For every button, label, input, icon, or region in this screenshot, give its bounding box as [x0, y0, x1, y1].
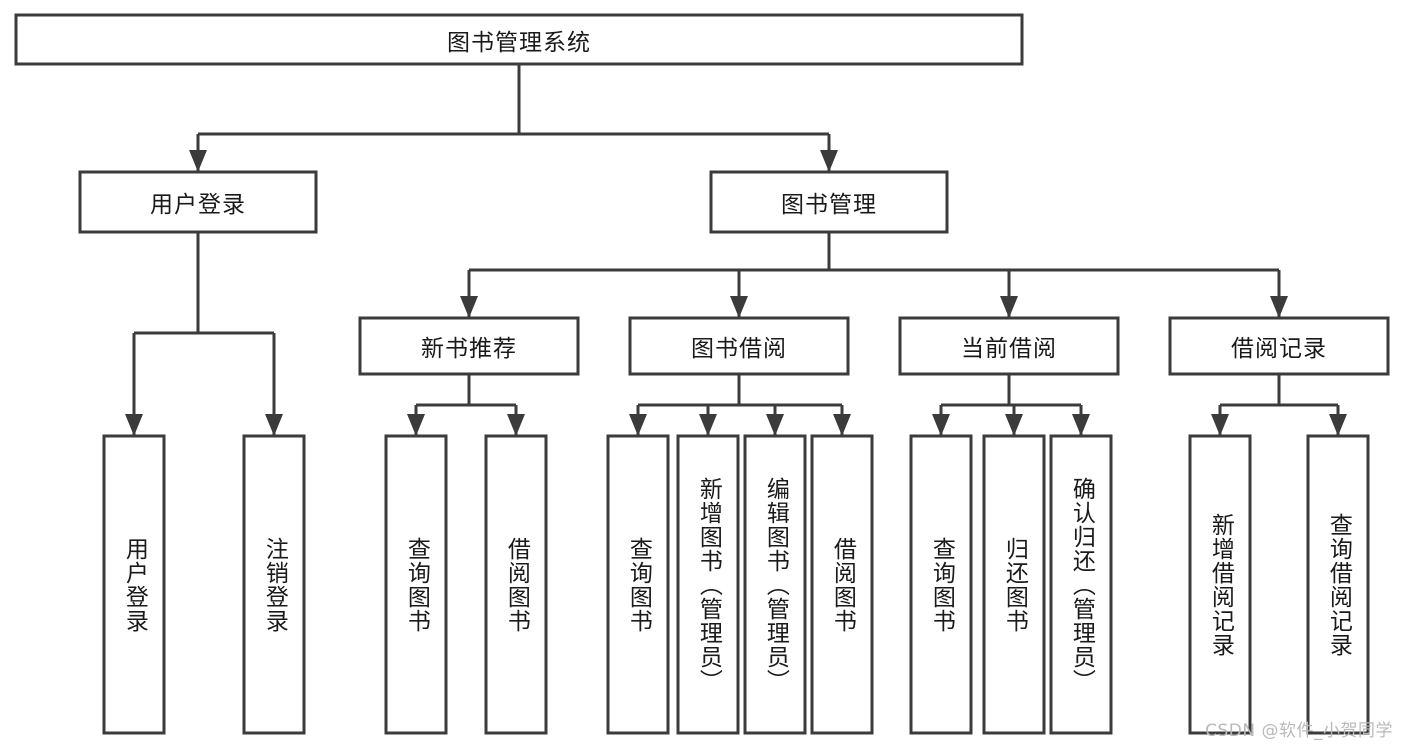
arrow-head-icon	[189, 150, 207, 172]
arrow-head-icon	[407, 414, 425, 436]
arrow-head-icon	[699, 414, 717, 436]
arrow-head-icon	[932, 414, 950, 436]
arrow-head-icon	[1211, 414, 1229, 436]
arrow-head-icon	[265, 414, 283, 436]
node-box-l-rec-borrow[interactable]	[484, 434, 548, 735]
watermark-text: CSDN @软件_小贺同学	[1205, 721, 1393, 741]
arrow-head-icon	[833, 414, 851, 436]
node-box-l-bw-edit[interactable]	[743, 434, 807, 735]
node-box-l-rc-add[interactable]	[1188, 434, 1252, 735]
arrow-head-icon	[766, 414, 784, 436]
node-box-l-user-login[interactable]	[102, 434, 166, 735]
node-box-l-rc-query[interactable]	[1306, 434, 1370, 735]
arrow-head-icon	[1005, 414, 1023, 436]
arrow-head-icon	[629, 414, 647, 436]
node-box-n-records[interactable]	[1168, 316, 1390, 376]
arrow-head-icon	[1270, 296, 1288, 318]
node-box-layer	[14, 13, 1390, 735]
node-box-n-user-login[interactable]	[78, 170, 318, 234]
arrow-head-icon	[1329, 414, 1347, 436]
arrow-head-icon	[460, 296, 478, 318]
node-box-l-rec-query[interactable]	[384, 434, 448, 735]
arrow-head-icon	[1000, 296, 1018, 318]
arrow-head-icon	[730, 296, 748, 318]
arrow-head-icon	[1072, 414, 1090, 436]
node-box-root[interactable]	[14, 13, 1024, 66]
node-box-l-bw-borrow[interactable]	[810, 434, 874, 735]
node-box-l-cur-return[interactable]	[982, 434, 1046, 735]
node-box-n-current[interactable]	[898, 316, 1120, 376]
node-box-l-bw-query[interactable]	[606, 434, 670, 735]
node-box-l-bw-add[interactable]	[676, 434, 740, 735]
node-box-l-cur-confirm[interactable]	[1049, 434, 1113, 735]
arrow-head-icon	[507, 414, 525, 436]
node-box-n-borrow[interactable]	[628, 316, 850, 376]
node-box-l-cur-query[interactable]	[909, 434, 973, 735]
arrow-head-icon	[820, 150, 838, 172]
connector-layer	[125, 64, 1347, 436]
node-box-l-user-logout[interactable]	[242, 434, 306, 735]
node-box-n-book-mgmt[interactable]	[709, 170, 949, 234]
node-box-n-new-rec[interactable]	[358, 316, 580, 376]
arrow-head-icon	[125, 414, 143, 436]
